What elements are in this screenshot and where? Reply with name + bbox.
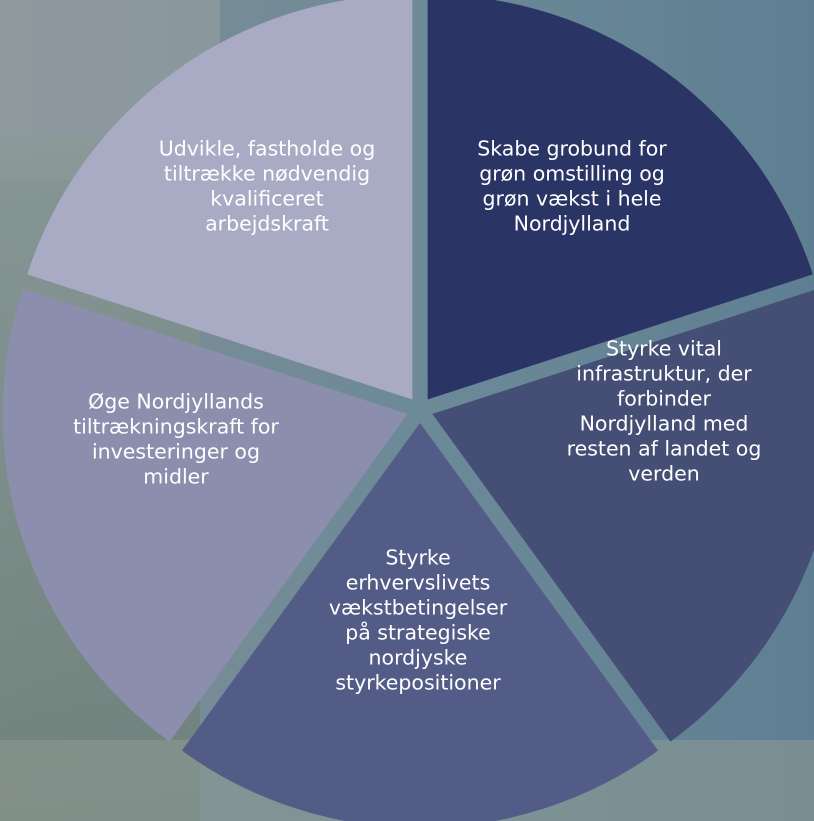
segment-label-line: grøn vækst i hele: [483, 187, 662, 211]
segment-label-line: midler: [143, 465, 209, 489]
segment-label-line: nordjyske: [369, 646, 468, 670]
segment-label-line: Skabe grobund for: [477, 137, 667, 161]
segment-label-line: kvalificeret: [210, 187, 323, 211]
segment-label-line: tiltrækningskraft for: [73, 415, 279, 439]
segment-label-line: tiltrække nødvendig: [164, 162, 370, 186]
segment-business-conditions: [181, 423, 659, 821]
segment-label-line: Nordjylland med: [580, 412, 749, 436]
segment-label-line: vækstbetingelser: [329, 596, 508, 620]
segment-label-line: verden: [628, 462, 699, 486]
segment-label-line: Øge Nordjyllands: [88, 390, 264, 414]
segment-label-line: infrastruktur, der: [576, 362, 752, 386]
segment-label-line: styrkepositioner: [335, 671, 501, 695]
segment-label-line: på strategiske: [345, 620, 491, 645]
segment-label-line: resten af landet og: [567, 437, 762, 461]
segment-label-line: Styrke vital: [606, 337, 722, 361]
segment-attractiveness: [2, 288, 408, 742]
segment-infrastructure: [432, 290, 814, 742]
segment-label-line: investeringer og: [92, 440, 260, 464]
segment-label-line: Nordjylland: [514, 212, 631, 236]
segment-label-line: forbinder: [617, 387, 712, 411]
segment-label-line: arbejdskraft: [205, 212, 329, 236]
segment-label-line: Styrke: [385, 546, 450, 570]
segment-workforce: [27, 0, 413, 400]
segment-green-transition: [427, 0, 813, 400]
segment-label-line: Udvikle, fastholde og: [159, 137, 375, 161]
segment-label-line: grøn omstilling og: [479, 162, 665, 186]
segment-label-line: erhvervslivets: [346, 571, 491, 595]
